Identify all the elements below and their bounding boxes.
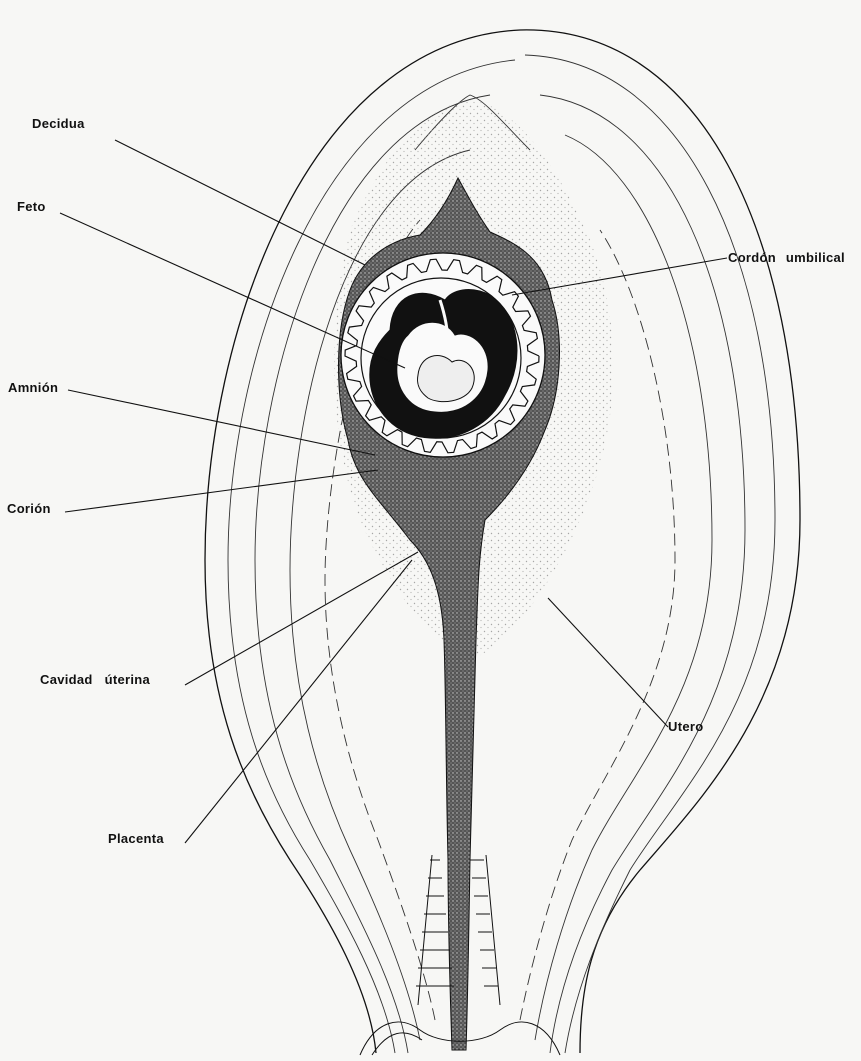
leader-cavidad: [185, 552, 418, 685]
label-feto: Feto: [17, 199, 46, 214]
leader-placenta: [185, 560, 412, 843]
fetus-inner-body: [417, 356, 474, 402]
label-corion: Corión: [7, 501, 51, 516]
label-cavidad-uterina: Cavidad úterina: [40, 672, 150, 687]
label-placenta: Placenta: [108, 831, 164, 846]
label-cordon-umbilical: Cordón umbilical: [728, 250, 845, 265]
label-decidua: Decidua: [32, 116, 85, 131]
label-amnion: Amnión: [8, 380, 58, 395]
leader-decidua: [115, 140, 365, 265]
label-utero: Utero: [668, 719, 703, 734]
leader-utero: [548, 598, 668, 727]
